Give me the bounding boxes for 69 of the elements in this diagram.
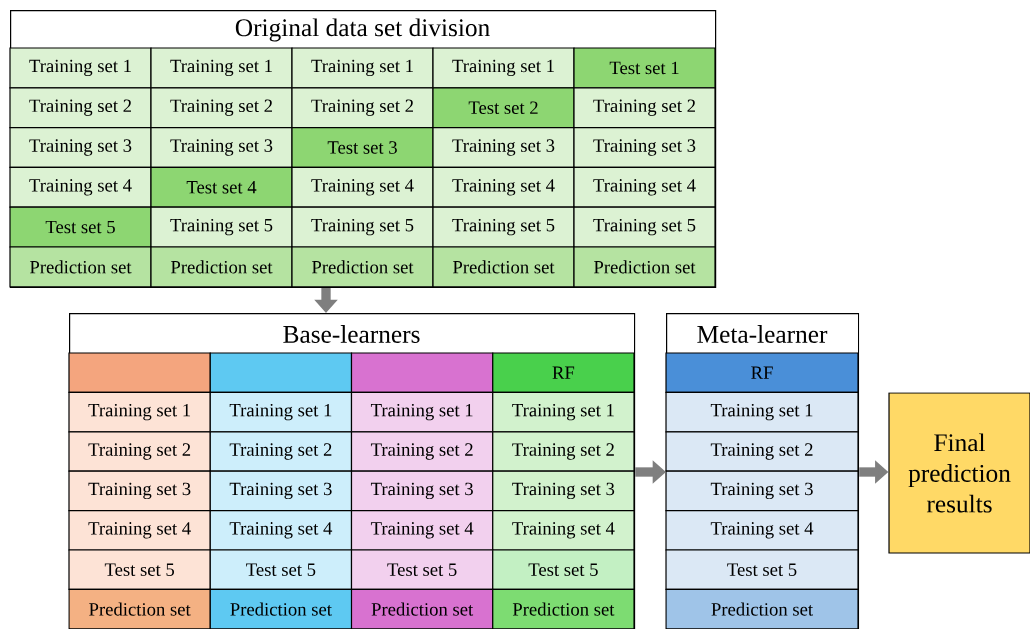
header-cell: RF [492,352,635,393]
table-cell: Training set 4 [350,510,494,551]
table-cell: Test set 5 [68,549,211,590]
table-title: Base-learners [283,325,420,343]
table-cell: Training set 2 [573,87,716,129]
table-cell: Test set 5 [9,206,152,248]
table-cell: Training set 2 [9,87,152,129]
table-cell: Training set 3 [665,470,859,512]
table-cell: Training set 1 [209,391,353,433]
table-cell: Test set 5 [350,549,494,590]
table-cell: Training set 3 [573,127,716,168]
table-cell: Training set 5 [432,206,575,248]
header-cell [350,352,494,393]
table-cell: Training set 4 [68,510,211,551]
table-cell: Test set 5 [209,549,353,590]
table-cell: Test set 5 [492,549,635,590]
table-cell: Training set 2 [68,431,211,472]
table-cell: Training set 3 [209,470,353,512]
table-cell: Training set 4 [665,510,859,551]
table-cell: Prediction set [291,246,434,288]
table-cell: Training set 3 [350,470,494,512]
table-cell: Prediction set [150,246,293,288]
table-cell: Test set 1 [573,47,716,89]
table-cell: Training set 4 [573,166,716,208]
header-cell: RF [665,352,859,393]
table-cell: Training set 1 [150,47,293,89]
table-cell: Training set 3 [68,470,211,512]
table-cell: Test set 2 [432,87,575,129]
header-cell [68,352,211,393]
table-cell: Prediction set [492,588,635,629]
table-cell: Prediction set [9,246,152,288]
table-title: Meta-learner [697,325,828,343]
table-cell: Prediction set [350,588,494,629]
table-cell: Training set 1 [665,391,859,433]
table-cell: Training set 1 [68,391,211,433]
table-cell: Training set 2 [291,87,434,129]
table-cell: Test set 4 [150,166,293,208]
header-cell [209,352,353,393]
table-cell: Training set 5 [150,206,293,248]
table-cell: Prediction set [573,246,716,288]
table-cell: Training set 5 [291,206,434,248]
table-cell: Training set 4 [209,510,353,551]
table-cell: Training set 1 [9,47,152,89]
table-cell: Training set 2 [350,431,494,472]
table-cell: Training set 3 [150,127,293,168]
table-cell: Training set 2 [492,431,635,472]
table-cell: Training set 2 [150,87,293,129]
table-cell: Training set 1 [432,47,575,89]
table-cell: Prediction set [432,246,575,288]
table-cell: Training set 4 [291,166,434,208]
table-cell: Prediction set [209,588,353,629]
table-cell: Training set 1 [291,47,434,89]
table-cell: Training set 4 [432,166,575,208]
table-cell: Training set 5 [573,206,716,248]
table-cell: Training set 1 [350,391,494,433]
table-cell: Training set 2 [209,431,353,472]
table-title: Original data set division [235,18,490,42]
table-cell: Test set 3 [291,127,434,168]
table-cell: Prediction set [665,588,859,629]
table-cell: Prediction set [68,588,211,629]
table-cell: Test set 5 [665,549,859,590]
table-cell: Training set 4 [492,510,635,551]
table-cell: Training set 3 [432,127,575,168]
table-cell: Training set 1 [492,391,635,433]
table-cell: Training set 3 [492,470,635,512]
table-cell: Training set 2 [665,431,859,472]
table-cell: Training set 3 [9,127,152,168]
result-box: Final prediction results [888,392,1030,554]
table-cell: Training set 4 [9,166,152,208]
